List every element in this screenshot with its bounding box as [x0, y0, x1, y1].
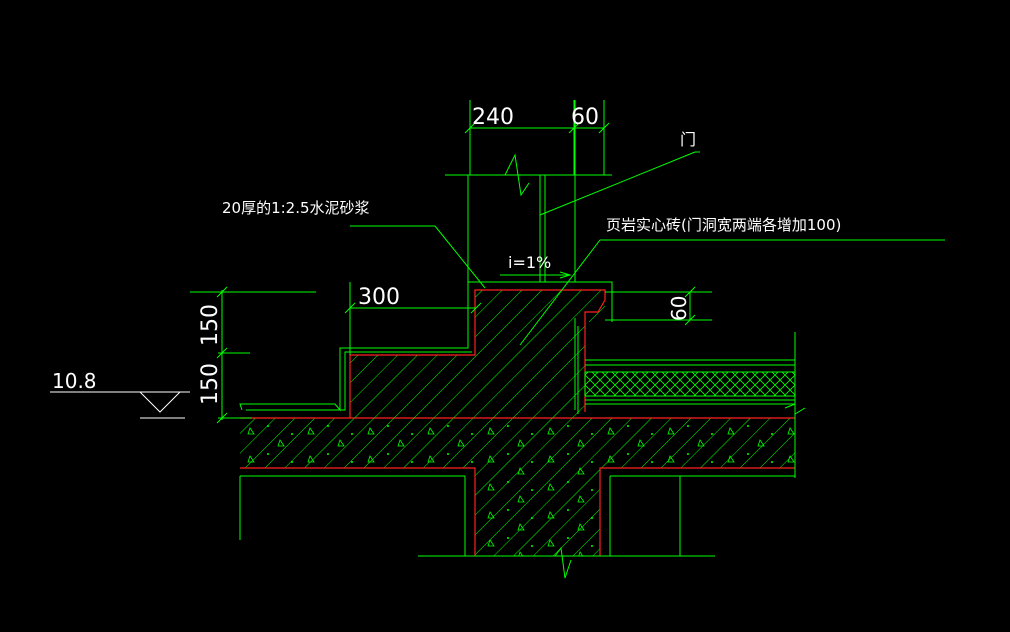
elevation-label: 10.8 — [52, 369, 97, 393]
dimension-lines — [190, 100, 712, 424]
concrete-slab — [240, 417, 795, 556]
dim-sill-height: 60 — [667, 296, 691, 321]
brick-threshold — [349, 289, 606, 418]
dim-step-lower: 150 — [198, 363, 223, 405]
slope-note: i=1% — [508, 253, 551, 272]
floor-layers — [584, 332, 806, 478]
door-frame — [445, 100, 700, 282]
dim-step-width: 300 — [358, 285, 400, 310]
stair-outline — [239, 281, 613, 414]
door-note: 门 — [680, 130, 696, 149]
dim-step-upper: 150 — [198, 304, 223, 346]
dim-door-offset: 60 — [571, 105, 599, 130]
beam-outlines — [239, 475, 795, 579]
brick-note: 页岩实心砖(门洞宽两端各增加100) — [606, 216, 841, 234]
elevation-mark — [50, 391, 190, 419]
dim-wall-width: 240 — [472, 105, 514, 130]
mortar-note: 20厚的1:2.5水泥砂浆 — [222, 199, 370, 217]
leader-lines — [350, 225, 945, 346]
